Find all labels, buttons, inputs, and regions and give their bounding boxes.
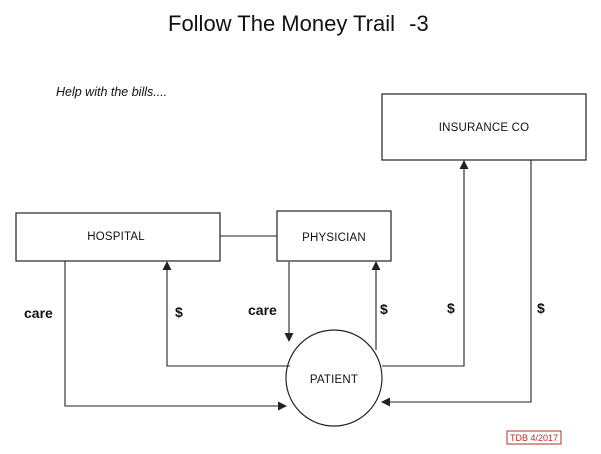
hospital-payment-label: $	[175, 304, 183, 320]
insurance-payment-arrow	[382, 160, 469, 367]
patient-circle	[285, 329, 383, 427]
hospital-payment-arrow	[162, 261, 290, 367]
diagram-subtitle: Help with the bills....	[56, 85, 167, 99]
author-stamp: TDB 4/2017	[506, 430, 562, 445]
insurance-box	[381, 93, 587, 161]
hospital-label: HOSPITAL	[87, 231, 145, 243]
insurance-to-patient-label: $	[537, 300, 545, 316]
hospital-care-label: care	[24, 305, 53, 321]
hospital-care-arrow	[64, 261, 287, 411]
insurance-label: INSURANCE CO	[439, 122, 530, 134]
diagram-title: Follow The Money Trail -3	[168, 11, 429, 36]
node-insurance: INSURANCE CO	[381, 93, 587, 161]
insurance-payment-label: $	[447, 300, 455, 316]
node-patient: PATIENT	[285, 329, 383, 427]
insurance-to-patient-arrow	[381, 160, 532, 407]
node-hospital: HOSPITAL	[15, 212, 221, 262]
physician-box	[276, 210, 392, 262]
node-physician: PHYSICIAN	[276, 210, 392, 262]
stamp-text: TDB 4/2017	[510, 433, 558, 443]
title-suffix: -3	[409, 11, 429, 36]
physician-care-label: care	[248, 302, 277, 318]
title-main: Follow The Money Trail	[168, 11, 395, 36]
patient-label: PATIENT	[310, 374, 358, 386]
hospital-box	[15, 212, 221, 262]
physician-payment-label: $	[380, 301, 388, 317]
stamp-border	[506, 430, 562, 445]
physician-label: PHYSICIAN	[302, 232, 366, 244]
